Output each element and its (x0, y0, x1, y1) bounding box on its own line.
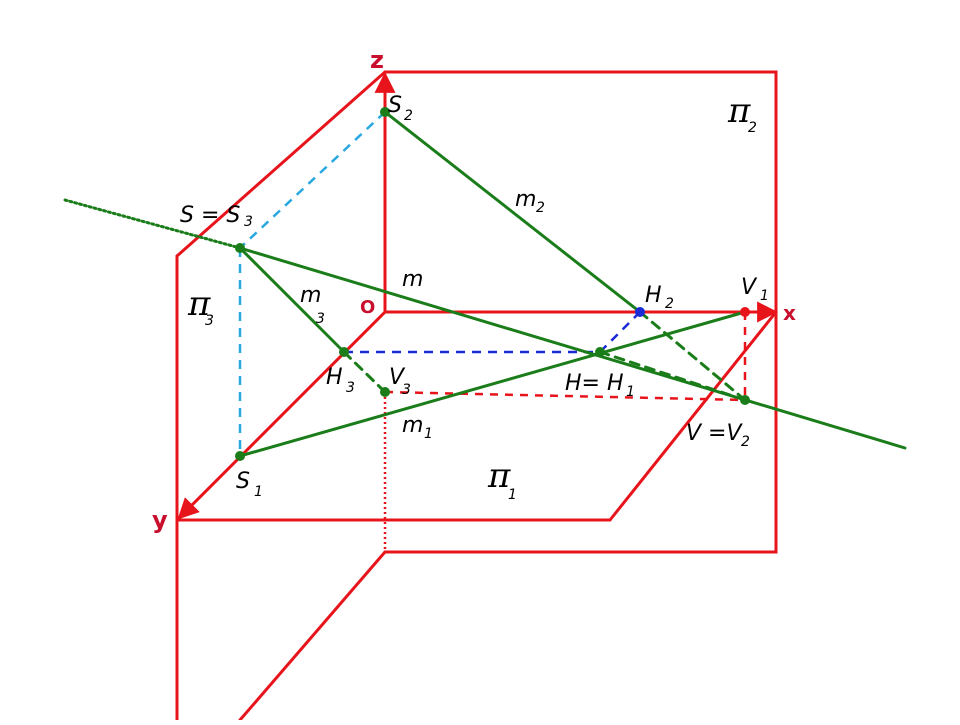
label-h1-sub: 1 (626, 384, 635, 400)
z-axis-label: z (370, 46, 384, 74)
label-m2-sub: 2 (536, 200, 545, 216)
red-dashed-lines (384, 312, 747, 402)
label-h2-sub: 2 (665, 296, 674, 312)
pi3-subscript: 3 (205, 313, 214, 329)
label-m2: m 2 (515, 187, 545, 216)
label-s3-sub: 3 (244, 214, 253, 230)
plane-label-pi3: π 3 (187, 284, 214, 329)
label-s2-main: S (388, 93, 402, 118)
point-s3 (235, 243, 245, 253)
label-m: m (402, 267, 423, 292)
label-s1-sub: 1 (254, 484, 263, 500)
label-m3-sub: 3 (316, 311, 325, 327)
plane-label-pi1: π 1 (487, 456, 517, 503)
label-h3-sub: 3 (346, 380, 355, 396)
pi1-subscript: 1 (508, 487, 517, 503)
label-v2-sub: 2 (741, 434, 750, 450)
pi3-symbol: π (187, 284, 211, 324)
label-v1-main: V (741, 275, 758, 300)
label-v3: V 3 (389, 365, 411, 398)
h1-h2-projector (599, 311, 641, 353)
lower-diagonal-edge (238, 550, 387, 722)
line-h1-v2-dashed (598, 350, 747, 402)
label-v3-main: V (389, 365, 406, 390)
point-v2 (740, 395, 750, 405)
label-s3-main: S = S (180, 203, 240, 228)
label-s2-sub: 2 (404, 108, 413, 124)
pi1-right-edge (608, 310, 778, 522)
label-m3: m 3 (300, 283, 325, 327)
label-v3-sub: 3 (402, 382, 411, 398)
label-s3: S = S 3 (180, 203, 253, 230)
point-s1 (235, 451, 245, 461)
pi1-symbol: π (487, 456, 511, 496)
label-m1-sub: 1 (424, 426, 433, 442)
line-m1 (238, 310, 747, 458)
line-m3 (238, 246, 346, 354)
point-h2 (635, 307, 645, 317)
point-v1 (740, 307, 750, 317)
line-m-dotted (63, 198, 242, 250)
blue-dashed-lines (344, 311, 641, 354)
label-s1-main: S (236, 469, 250, 494)
label-v2: V =V 2 (686, 421, 750, 450)
pi3-top-edge (175, 70, 387, 258)
y-axis-label: y (152, 506, 168, 534)
s2-s3-projector (239, 111, 386, 249)
label-h3-main: H (326, 365, 343, 390)
label-h2: H 2 (645, 283, 674, 312)
line-m3-dashed (342, 350, 387, 394)
label-m1: m 1 (402, 413, 433, 442)
plane-label-pi2: π 2 (727, 91, 757, 136)
label-m2-main: m (515, 187, 536, 212)
label-s1: S 1 (236, 469, 263, 500)
green-lines (63, 110, 907, 458)
label-s2: S 2 (388, 93, 413, 124)
label-h3: H 3 (326, 365, 355, 396)
cyan-dashed-lines (238, 111, 386, 456)
line-m2 (383, 110, 642, 314)
pi2-symbol: π (727, 91, 751, 131)
label-v1: V 1 (741, 275, 769, 304)
label-h2-main: H (645, 283, 662, 308)
axes (177, 71, 779, 520)
points (235, 107, 750, 461)
label-h1-main: H= H (565, 371, 624, 396)
point-h3 (339, 347, 349, 357)
label-v2-main: V =V (686, 421, 743, 446)
label-m1-main: m (402, 413, 423, 438)
y-axis (177, 310, 387, 520)
x-axis-label: x (783, 301, 796, 325)
label-m3-main: m (300, 283, 321, 308)
label-m-main: m (402, 267, 423, 292)
v3-v2-dashed (384, 390, 746, 402)
label-v1-sub: 1 (760, 288, 769, 304)
pi2-subscript: 2 (748, 120, 757, 136)
origin-label: O (360, 297, 375, 318)
label-h1: H= H 1 (565, 371, 635, 400)
point-v3 (380, 387, 390, 397)
line-m (238, 246, 907, 450)
point-h1 (595, 347, 605, 357)
point-s2 (380, 107, 390, 117)
line-m2-dashed (638, 310, 747, 402)
projection-planes-frame (175, 70, 778, 722)
